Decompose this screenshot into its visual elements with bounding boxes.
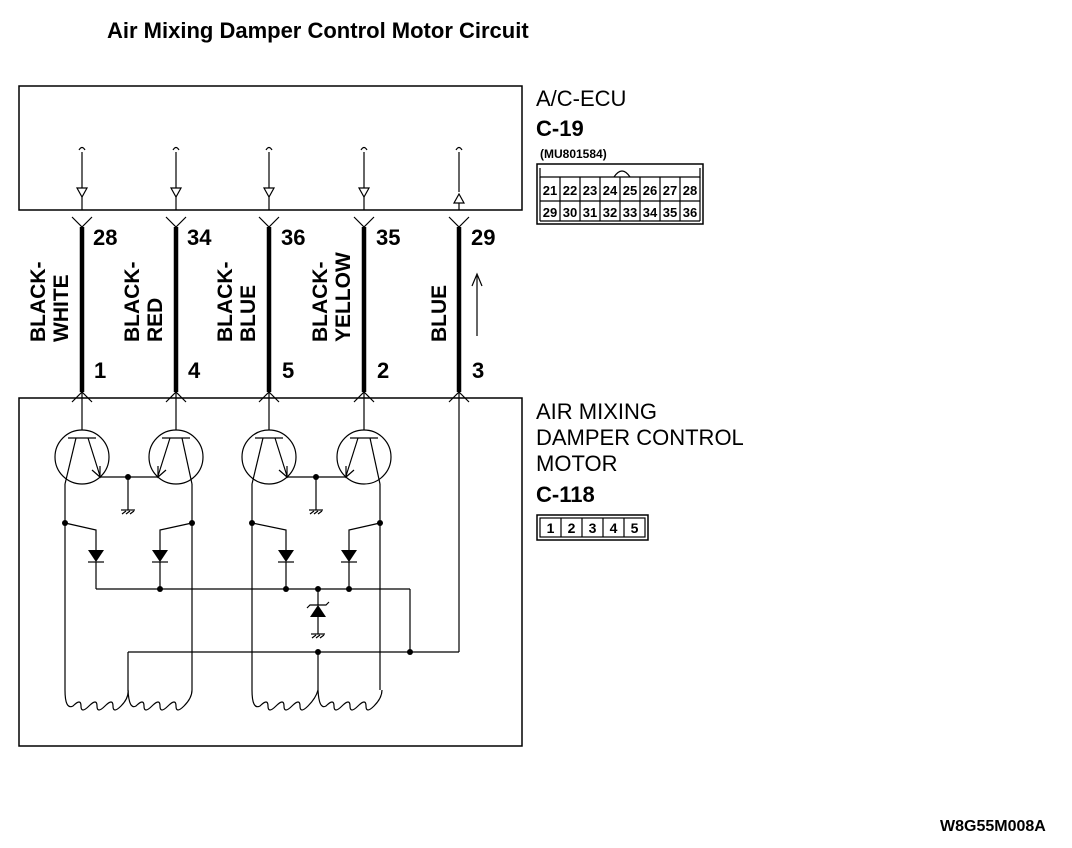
ecu-pin-cell-29: 29 [543,205,557,220]
motor-pin-cell-4: 4 [610,520,618,536]
figure-code: W8G55M008A [940,818,1046,835]
wire-5 [448,216,470,405]
ecu-pin-cell-27: 27 [663,183,677,198]
diagram-title: Air Mixing Damper Control Motor Circuit [107,18,529,43]
motor-pin-label-4: 2 [377,358,389,383]
transistor-2 [148,405,204,485]
ecu-pin-label-5: 29 [471,225,495,250]
ecu-pin-cell-21: 21 [543,183,557,198]
transistor-1 [54,405,110,485]
signal-direction-arrow [471,272,483,336]
ecu-pin-cell-26: 26 [643,183,657,198]
ecu-internal-terminals [75,146,466,210]
ecu-pin-label-3: 36 [281,225,305,250]
ecu-pin-cell-35: 35 [663,205,677,220]
ecu-pin-cell-30: 30 [563,205,577,220]
motor-pin-label-2: 4 [188,358,201,383]
wire-1 [71,216,93,405]
ecu-connector-id: C-19 [536,116,584,141]
svg-text:BLUE: BLUE [237,285,260,342]
ecu-pin-cell-32: 32 [603,205,617,220]
ecu-pin-cell-28: 28 [683,183,697,198]
svg-text:BLACK-: BLACK- [27,262,50,342]
svg-text:YELLOW: YELLOW [332,252,355,342]
ecu-part-number: (MU801584) [540,147,607,161]
motor-pin-cell-2: 2 [568,520,576,536]
motor-pin-cell-1: 1 [547,520,555,536]
ecu-connector-face: 21 22 23 24 25 26 27 28 29 30 31 32 33 34 35 36 [536,163,704,225]
motor-name-line1: AIR MIXING [536,399,657,424]
motor-pin-label-1: 1 [94,358,106,383]
ecu-name: A/C-ECU [536,86,626,111]
ecu-pin-label-1: 28 [93,225,117,250]
ecu-box [18,85,523,211]
motor-pin-label-5: 3 [472,358,484,383]
svg-text:RED: RED [144,298,167,342]
transistor-3 [241,405,297,485]
ecu-pin-cell-36: 36 [683,205,697,220]
motor-pin-label-3: 5 [282,358,294,383]
wire-color-label-3: BLACK- BLUE [214,262,260,342]
harness-wires [71,216,483,405]
wire-color-label-5: BLUE [428,285,451,342]
svg-text:BLUE: BLUE [428,285,451,342]
ecu-pin-label-4: 35 [376,225,400,250]
ecu-pin-cell-25: 25 [623,183,637,198]
svg-text:WHITE: WHITE [50,274,73,342]
motor-connector-id: C-118 [536,482,595,507]
wire-4 [353,216,375,405]
ecu-pin-cell-23: 23 [583,183,597,198]
motor-name-line2: DAMPER CONTROL [536,425,744,450]
svg-text:BLACK-: BLACK- [309,262,332,342]
ecu-pin-cell-24: 24 [603,183,618,198]
motor-pin-cell-3: 3 [589,520,597,536]
wire-color-label-1: BLACK- WHITE [27,262,73,342]
motor-pin-cell-5: 5 [631,520,639,536]
wire-2 [165,216,187,405]
transistor-4 [336,405,392,485]
ecu-pin-cell-22: 22 [563,183,577,198]
ecu-pin-cell-33: 33 [623,205,637,220]
motor-internal-circuit [54,405,460,711]
wire-3 [258,216,280,405]
ecu-pin-cell-34: 34 [643,205,658,220]
motor-box [18,397,523,747]
ecu-pin-label-2: 34 [187,225,212,250]
svg-text:BLACK-: BLACK- [121,262,144,342]
motor-name-line3: MOTOR [536,451,617,476]
wire-color-label-4: BLACK- YELLOW [309,252,355,342]
wire-color-label-2: BLACK- RED [121,262,167,342]
ecu-pin-cell-31: 31 [583,205,597,220]
svg-text:BLACK-: BLACK- [214,262,237,342]
